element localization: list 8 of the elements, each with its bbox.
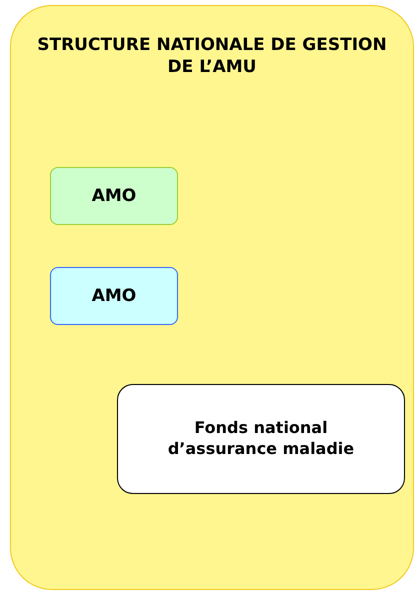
box-label: AMO — [92, 184, 136, 208]
box-label: AMO — [92, 284, 136, 308]
process-box — [50, 267, 178, 325]
process-box — [50, 167, 178, 225]
panel-title: STRUCTURE NATIONALE DE GESTION DE L’AMU — [36, 34, 388, 78]
box-label: Fonds national d’assurance maladie — [166, 418, 356, 460]
process-box — [117, 384, 405, 494]
structure-panel — [10, 5, 414, 590]
